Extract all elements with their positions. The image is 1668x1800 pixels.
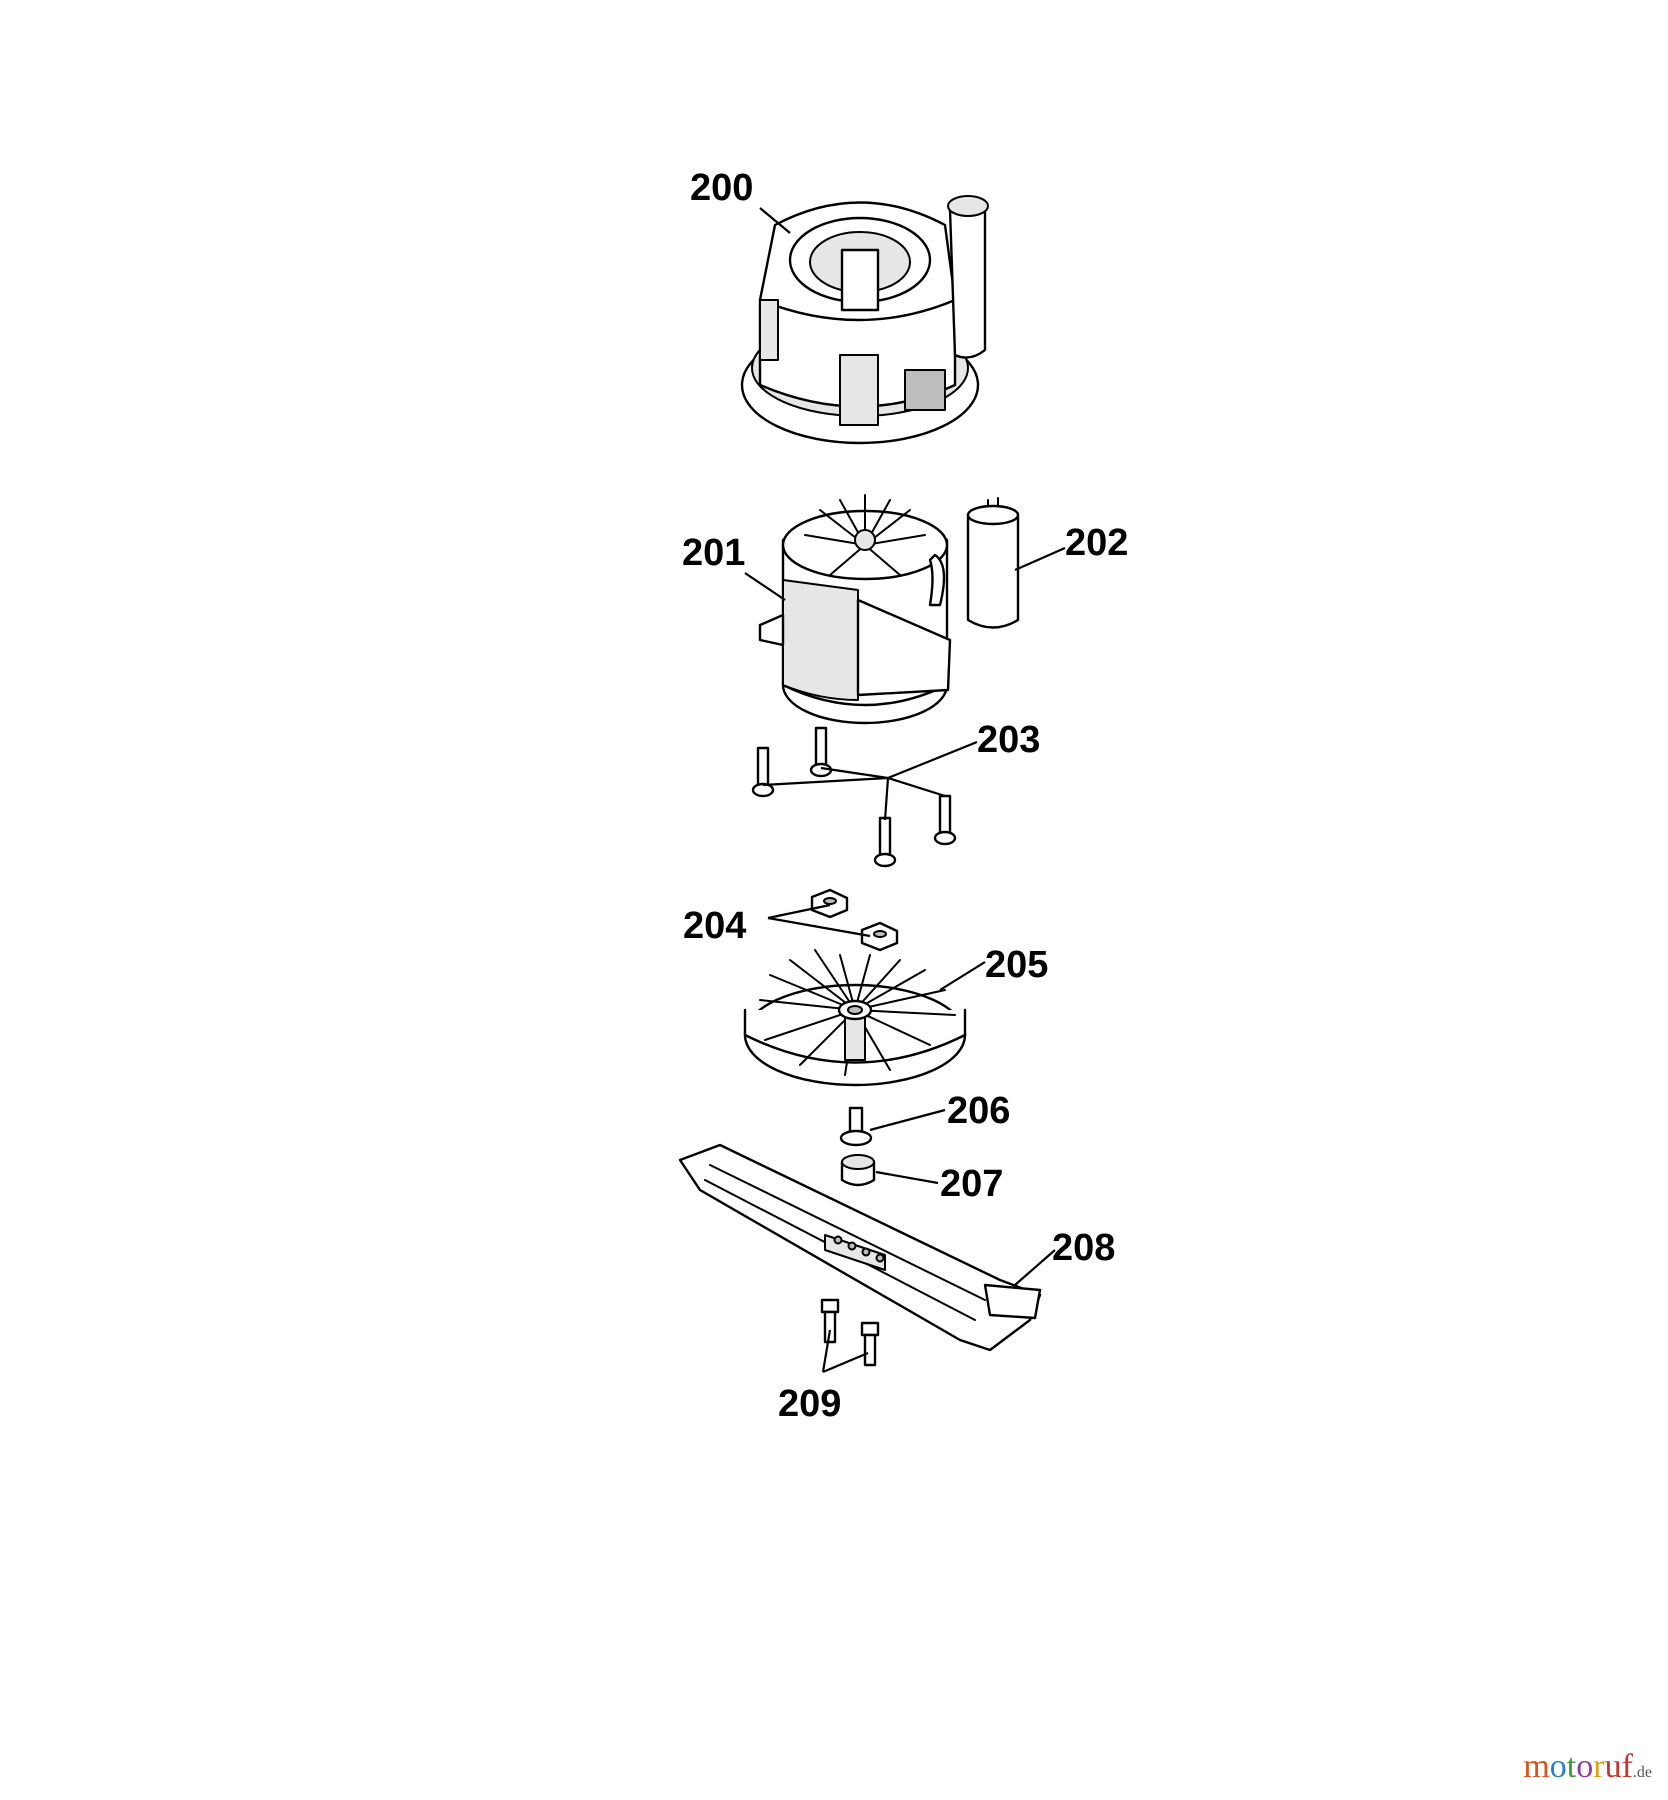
leader-208 — [1014, 1249, 1056, 1286]
label-208: 208 — [1052, 1227, 1115, 1269]
part-205-fan — [743, 949, 967, 1087]
part-202-capacitor — [966, 497, 1020, 629]
label-209: 209 — [778, 1383, 841, 1425]
label-203: 203 — [977, 719, 1040, 761]
part-208-blade — [678, 1143, 1042, 1352]
leader-201 — [744, 572, 786, 601]
label-200: 200 — [690, 167, 753, 209]
leader-206 — [869, 1108, 946, 1132]
label-207: 207 — [940, 1163, 1003, 1205]
part-labels: 200 201 202 203 204 205 206 207 208 209 — [682, 167, 1128, 1425]
leader-207 — [875, 1170, 939, 1185]
part-201-motor — [758, 494, 952, 725]
label-205: 205 — [985, 944, 1048, 986]
label-202: 202 — [1065, 522, 1128, 564]
leader-202 — [1014, 546, 1066, 572]
part-209-bolts — [820, 1298, 880, 1367]
part-203-screws — [751, 726, 957, 868]
label-201: 201 — [682, 532, 745, 574]
label-206: 206 — [947, 1090, 1010, 1132]
part-206-bolt — [839, 1106, 873, 1147]
motoruf-watermark-logo: motoruf.de — [1523, 1748, 1652, 1785]
leader-203 — [762, 740, 978, 821]
leader-205 — [939, 961, 986, 991]
leader-lines — [744, 207, 1066, 1374]
part-207-spacer — [840, 1154, 876, 1187]
leader-200 — [759, 207, 791, 234]
part-204-nuts — [810, 888, 899, 952]
leader-209 — [821, 1329, 869, 1374]
leader-204 — [767, 903, 871, 938]
label-204: 204 — [683, 905, 746, 947]
part-200-motor-housing — [740, 195, 989, 445]
